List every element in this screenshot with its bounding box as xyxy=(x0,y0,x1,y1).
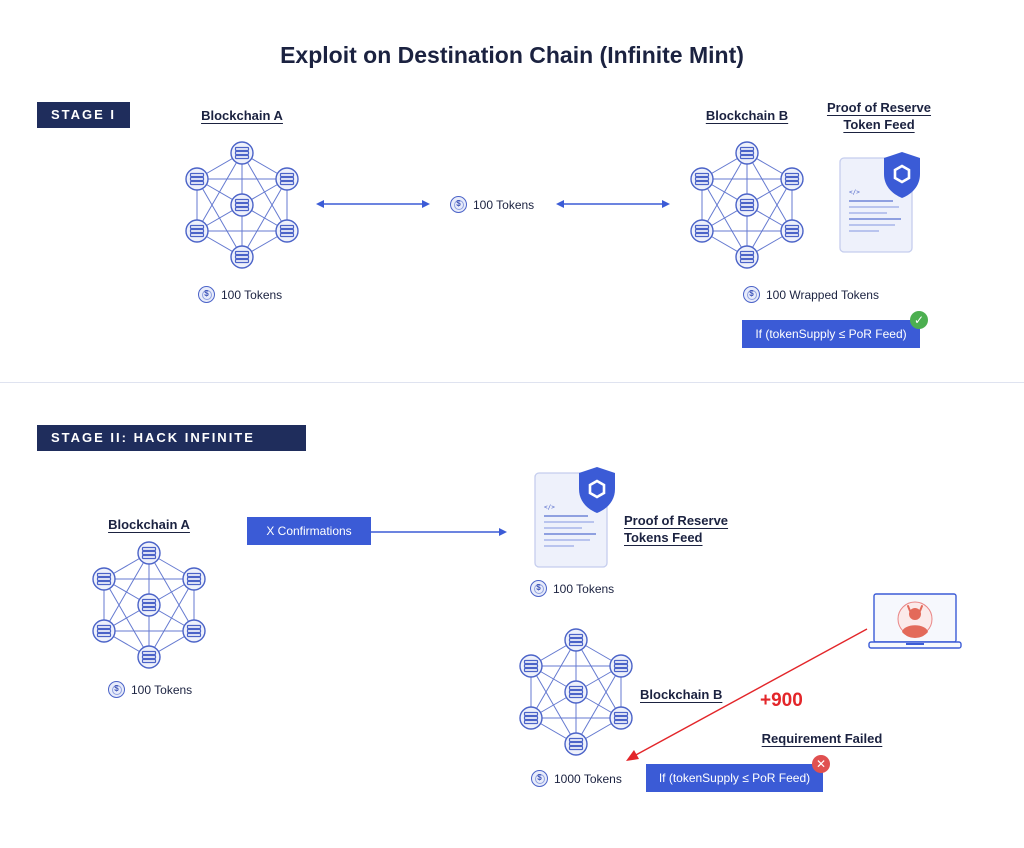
coin-icon: $ xyxy=(450,196,467,213)
stage-2-chain-b-label: Blockchain B xyxy=(640,687,723,702)
stage-2-label: STAGE II: HACK INFINITE MINT xyxy=(37,425,306,471)
stage-1-por-label: Proof of Reserve Token Feed xyxy=(826,100,932,132)
coin-icon: $ xyxy=(531,770,548,787)
stage-2-condition-box: If (tokenSupply ≤ PoR Feed) xyxy=(646,764,823,792)
stage-1-chain-a-network-icon xyxy=(182,141,302,269)
coin-icon: $ xyxy=(530,580,547,597)
stage-1-left-bidirectional-arrow xyxy=(316,200,430,208)
stage-2-chain-b-tokens: $ 1000 Tokens xyxy=(531,770,622,787)
coin-icon: $ xyxy=(198,286,215,303)
coin-icon: $ xyxy=(108,681,125,698)
stage-1-chain-b-tokens: $ 100 Wrapped Tokens xyxy=(743,286,879,303)
stage-2-chain-a-tokens: $ 100 Tokens xyxy=(108,681,192,698)
stage-1-condition-box: If (tokenSupply ≤ PoR Feed) xyxy=(742,320,920,348)
stage-2-por-tokens: $ 100 Tokens xyxy=(530,580,614,597)
requirement-failed-label: Requirement Failed xyxy=(761,731,883,746)
stage-2-por-document-shield-icon xyxy=(533,467,617,569)
stage-2-chain-a-label: Blockchain A xyxy=(108,517,190,532)
stage-1-por-document-shield-icon xyxy=(838,152,922,254)
stage-2-chain-b-network-icon xyxy=(516,628,636,756)
x-icon: ✕ xyxy=(812,755,830,773)
stage-1-chain-b-network-icon xyxy=(687,141,807,269)
hacker-laptop-icon xyxy=(868,593,962,649)
stage-1-transfer-tokens: $ 100 Tokens xyxy=(450,196,534,213)
stage-1-label: STAGE I xyxy=(37,102,131,128)
coin-icon: $ xyxy=(743,286,760,303)
confirmations-box: X Confirmations xyxy=(247,517,371,545)
stage-1-chain-a-tokens: $ 100 Tokens xyxy=(198,286,282,303)
confirmations-arrow xyxy=(371,528,507,536)
stage-1-chain-a-label: Blockchain A xyxy=(201,108,283,123)
stage-1-chain-b-label: Blockchain B xyxy=(705,108,789,123)
attack-arrow xyxy=(626,628,868,761)
stage-2-por-label: Proof of Reserve Tokens Feed xyxy=(624,513,729,545)
stage-1-right-bidirectional-arrow xyxy=(556,200,670,208)
stage-divider xyxy=(0,382,1024,383)
mint-amount: +900 xyxy=(760,690,803,711)
diagram-title: Exploit on Destination Chain (Infinite M… xyxy=(280,42,744,68)
check-icon: ✓ xyxy=(910,311,928,329)
stage-2-chain-a-network-icon xyxy=(89,541,209,669)
